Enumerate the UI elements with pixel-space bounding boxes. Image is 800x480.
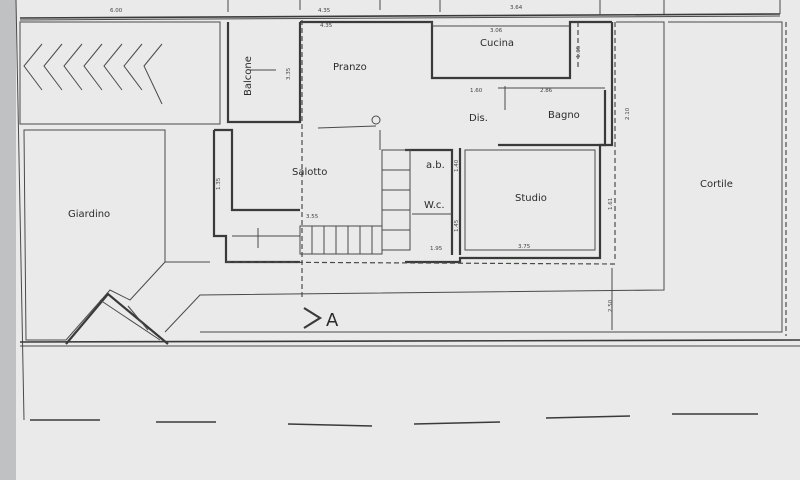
paper-shadow [0,0,16,480]
room-cortile: Cortile [700,179,733,190]
courtyard-area [164,21,787,336]
dim-top-right: 3.64 [510,5,523,11]
dim-ab-h: 1.40 [454,159,460,172]
room-giardino: Giardino [68,209,110,220]
dashed-lines [225,20,616,300]
top-strip [19,0,781,21]
dim-bagno-right: 2.86 [540,88,553,94]
dim-top-left: 6.00 [110,8,123,14]
room-ab: a.b. [426,160,445,171]
room-pranzo: Pranzo [333,62,367,73]
section-marker-label: A [326,310,339,331]
dim-studio-h: 1.61 [608,198,614,210]
dim-wc-w: 1.95 [430,246,443,252]
section-marker: A [303,307,339,331]
road [19,339,800,427]
dim-cucina-side: 1.65 [576,45,582,58]
room-dis: Dis. [469,113,488,124]
dim-salotto-w: 3.55 [306,214,319,220]
parking-area [19,21,221,125]
dim-bagno-left: 1.60 [470,88,483,94]
dim-cucina-top: 3.06 [490,28,503,34]
room-cucina: Cucina [480,38,514,49]
room-wc: W.c. [424,200,445,211]
room-bagno: Bagno [548,110,580,121]
dim-studio-w: 3.75 [518,244,531,250]
room-studio: Studio [515,193,547,204]
dim-wc-h: 1.45 [454,219,460,232]
dim-salotto-h: 1.35 [216,177,222,190]
room-balcone: Balcone [243,56,254,96]
paper-sheet [14,0,800,480]
paper-edge [15,0,25,421]
garden-area [23,129,210,341]
gate-symbol [65,292,169,345]
room-salotto: Salotto [292,167,327,178]
dim-top-mid: 4.35 [318,8,331,14]
dim-pranzo-top: 4.35 [320,23,333,29]
dim-bagno-height: 2.10 [625,107,631,120]
dim-front: 2.50 [608,299,614,312]
dim-balcone-h: 3.35 [286,67,292,80]
building-walls [212,20,614,264]
